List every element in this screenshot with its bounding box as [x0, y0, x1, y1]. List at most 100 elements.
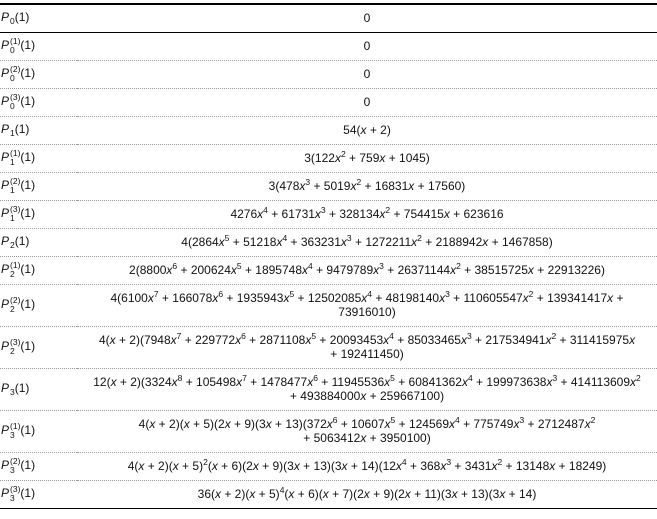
row-value: 36(x + 2)(x + 5)4(x + 6)(x + 7)(2x + 9)(… — [77, 480, 657, 508]
polynomial-index: 0 — [10, 45, 15, 55]
value-line-continued: + 493884000x + 259667100) — [289, 389, 445, 403]
row-value: 4(x + 2)(x + 5)2(x + 6)(2x + 9)(3x + 13)… — [77, 452, 657, 480]
polynomial-symbol: P — [1, 38, 10, 53]
value-line: 0 — [363, 39, 371, 53]
value-line: 54(x + 2) — [343, 123, 391, 137]
row-value: 0 — [77, 4, 657, 32]
row-label: P(3)2(1) — [0, 326, 77, 368]
index-stack: (2)0 — [10, 65, 20, 83]
derivative-order: (2) — [10, 64, 21, 74]
polynomial-index: 1 — [10, 128, 15, 138]
row-value: 4(x + 2)(7948x7 + 229772x6 + 2871108x5 +… — [77, 326, 657, 368]
polynomial-symbol: P — [1, 458, 10, 473]
row-value: 0 — [77, 60, 657, 88]
polynomial-symbol: P — [1, 178, 10, 193]
argument: (1) — [14, 10, 30, 25]
polynomial-index: 2 — [10, 346, 15, 356]
derivative-order: (2) — [10, 176, 21, 186]
polynomial-symbol: P — [1, 10, 10, 25]
argument: (1) — [14, 234, 30, 248]
row-label: P(2)1(1) — [0, 172, 77, 200]
table-row: P(2)3(1)4(x + 2)(x + 5)2(x + 6)(2x + 9)(… — [0, 452, 657, 480]
row-value: 4(2864x5 + 51218x4 + 363231x3 + 1272211x… — [77, 228, 657, 256]
polynomial-symbol: P — [1, 262, 10, 277]
value-line: 4(2864x5 + 51218x4 + 363231x3 + 1272211x… — [181, 233, 553, 249]
polynomial-symbol: P — [1, 423, 10, 438]
row-label: P(1)2(1) — [0, 256, 77, 284]
row-value: 12(x + 2)(3324x8 + 105498x7 + 1478477x6 … — [77, 368, 657, 410]
argument: (1) — [14, 381, 30, 395]
table-row: P(2)1(1)3(478x3 + 5019x2 + 16831x + 1756… — [0, 172, 657, 200]
polynomial-symbol: P — [1, 94, 10, 109]
row-value: 4(x + 2)(x + 5)(2x + 9)(3x + 13)(372x6 +… — [77, 410, 657, 452]
derivative-order: (1) — [10, 260, 21, 270]
table-row: P(3)3(1)36(x + 2)(x + 5)4(x + 6)(x + 7)(… — [0, 480, 657, 508]
argument: (1) — [20, 262, 36, 277]
table-row: P(1)3(1)4(x + 2)(x + 5)(2x + 9)(3x + 13)… — [0, 410, 657, 452]
value-line: 12(x + 2)(3324x8 + 105498x7 + 1478477x6 … — [93, 373, 641, 389]
row-label: P(2)3(1) — [0, 452, 77, 480]
polynomial-symbol: P — [1, 206, 10, 221]
index-stack: (3)1 — [10, 205, 20, 223]
polynomial-index: 1 — [10, 213, 15, 223]
polynomial-index: 3 — [10, 465, 15, 475]
derivative-order: (1) — [10, 148, 21, 158]
table-row: P(2)2(1)4(6100x7 + 166078x6 + 1935943x5 … — [0, 284, 657, 326]
polynomial-index: 3 — [10, 493, 15, 503]
polynomial-symbol: P — [1, 381, 10, 395]
table-row: P(3)2(1)4(x + 2)(7948x7 + 229772x6 + 287… — [0, 326, 657, 368]
value-line: 0 — [363, 95, 371, 109]
row-value: 3(122x2 + 759x + 1045) — [77, 144, 657, 172]
derivative-order: (2) — [10, 295, 21, 305]
polynomial-symbol: P — [1, 122, 10, 136]
value-line: 2(8800x6 + 200624x5 + 1895748x4 + 947978… — [129, 261, 605, 277]
argument: (1) — [20, 458, 36, 473]
index-stack: 3 — [10, 388, 15, 397]
polynomial-index: 2 — [10, 269, 15, 279]
derivative-order: (1) — [10, 36, 21, 46]
polynomial-symbol: P — [1, 66, 10, 81]
index-stack: 0 — [10, 17, 15, 26]
row-value: 0 — [77, 88, 657, 116]
derivative-order: (3) — [10, 484, 21, 494]
row-value: 0 — [77, 32, 657, 60]
argument: (1) — [20, 38, 36, 53]
row-label: P(2)2(1) — [0, 284, 77, 326]
row-label: P(3)1(1) — [0, 200, 77, 228]
value-line: 4276x4 + 61731x3 + 328134x2 + 754415x + … — [230, 205, 504, 221]
value-line-continued: + 5063412x + 3950100) — [303, 431, 431, 445]
row-label: P(1)1(1) — [0, 144, 77, 172]
index-stack: 1 — [10, 129, 15, 138]
value-line: 4(x + 2)(7948x7 + 229772x6 + 2871108x5 +… — [98, 331, 636, 347]
row-label: P(3)0(1) — [0, 88, 77, 116]
row-value: 4276x4 + 61731x3 + 328134x2 + 754415x + … — [77, 200, 657, 228]
index-stack: 2 — [10, 241, 15, 250]
argument: (1) — [20, 66, 36, 81]
row-label: P(1)0(1) — [0, 32, 77, 60]
value-line: 3(122x2 + 759x + 1045) — [304, 149, 430, 165]
argument: (1) — [20, 339, 36, 354]
argument: (1) — [20, 94, 36, 109]
argument: (1) — [20, 423, 36, 438]
polynomial-symbol: P — [1, 234, 10, 248]
index-stack: (2)1 — [10, 177, 20, 195]
argument: (1) — [14, 122, 30, 136]
argument: (1) — [20, 206, 36, 221]
index-stack: (3)2 — [10, 338, 20, 356]
polynomial-symbol: P — [1, 297, 10, 312]
index-stack: (1)1 — [10, 149, 20, 167]
argument: (1) — [20, 178, 36, 193]
row-label: P(3)3(1) — [0, 480, 77, 508]
index-stack: (2)2 — [10, 296, 20, 314]
polynomial-index: 2 — [10, 240, 15, 250]
